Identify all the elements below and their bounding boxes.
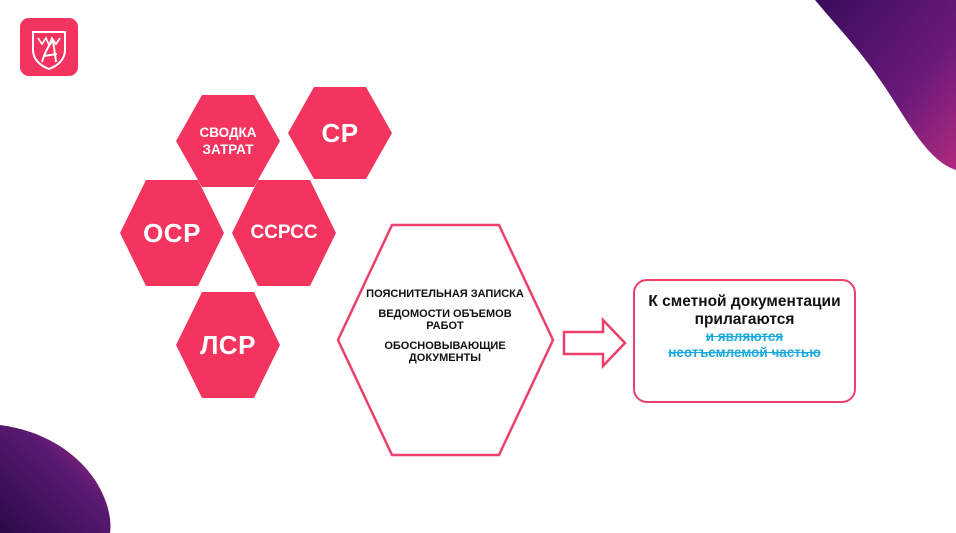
result-main-text: К сметной документации прилагаются [648, 293, 841, 328]
right-arrow-icon [562, 316, 627, 370]
doc-item-explanatory-note: ПОЯСНИТЕЛЬНАЯ ЗАПИСКА [366, 288, 524, 300]
hex-osr [120, 180, 224, 286]
documents-list: ПОЯСНИТЕЛЬНАЯ ЗАПИСКА ВЕДОМОСТИ ОБЪЕМОВ … [360, 288, 530, 372]
hex-ssrss-label: ССРСС [250, 222, 318, 243]
hex-svodka [176, 95, 280, 187]
university-crest-icon [32, 31, 66, 71]
result-strike-line2: неотъемлемой частью [668, 345, 821, 360]
top-right-blob [815, 0, 956, 170]
hex-lsr-label: ЛСР [200, 329, 256, 360]
hex-ssrss [232, 180, 336, 286]
hex-lsr [176, 292, 280, 398]
doc-item-supporting-docs: ОБОСНОВЫВАЮЩИЕ ДОКУМЕНТЫ [384, 340, 506, 364]
hex-osr-label: ОСР [143, 217, 201, 248]
logo[interactable] [20, 18, 78, 76]
hex-sr-label: СР [321, 117, 359, 148]
doc-item-work-volumes: ВЕДОМОСТИ ОБЪЕМОВ РАБОТ [378, 308, 512, 332]
bottom-left-blob [0, 425, 111, 533]
hex-sr [288, 87, 392, 179]
documents-hexagon [336, 223, 555, 457]
hex-svodka-label: СВОДКА ЗАТРАТ [199, 125, 257, 157]
result-strike-line1: и являются [705, 329, 784, 344]
result-box: К сметной документации прилагаются и явл… [633, 279, 856, 403]
